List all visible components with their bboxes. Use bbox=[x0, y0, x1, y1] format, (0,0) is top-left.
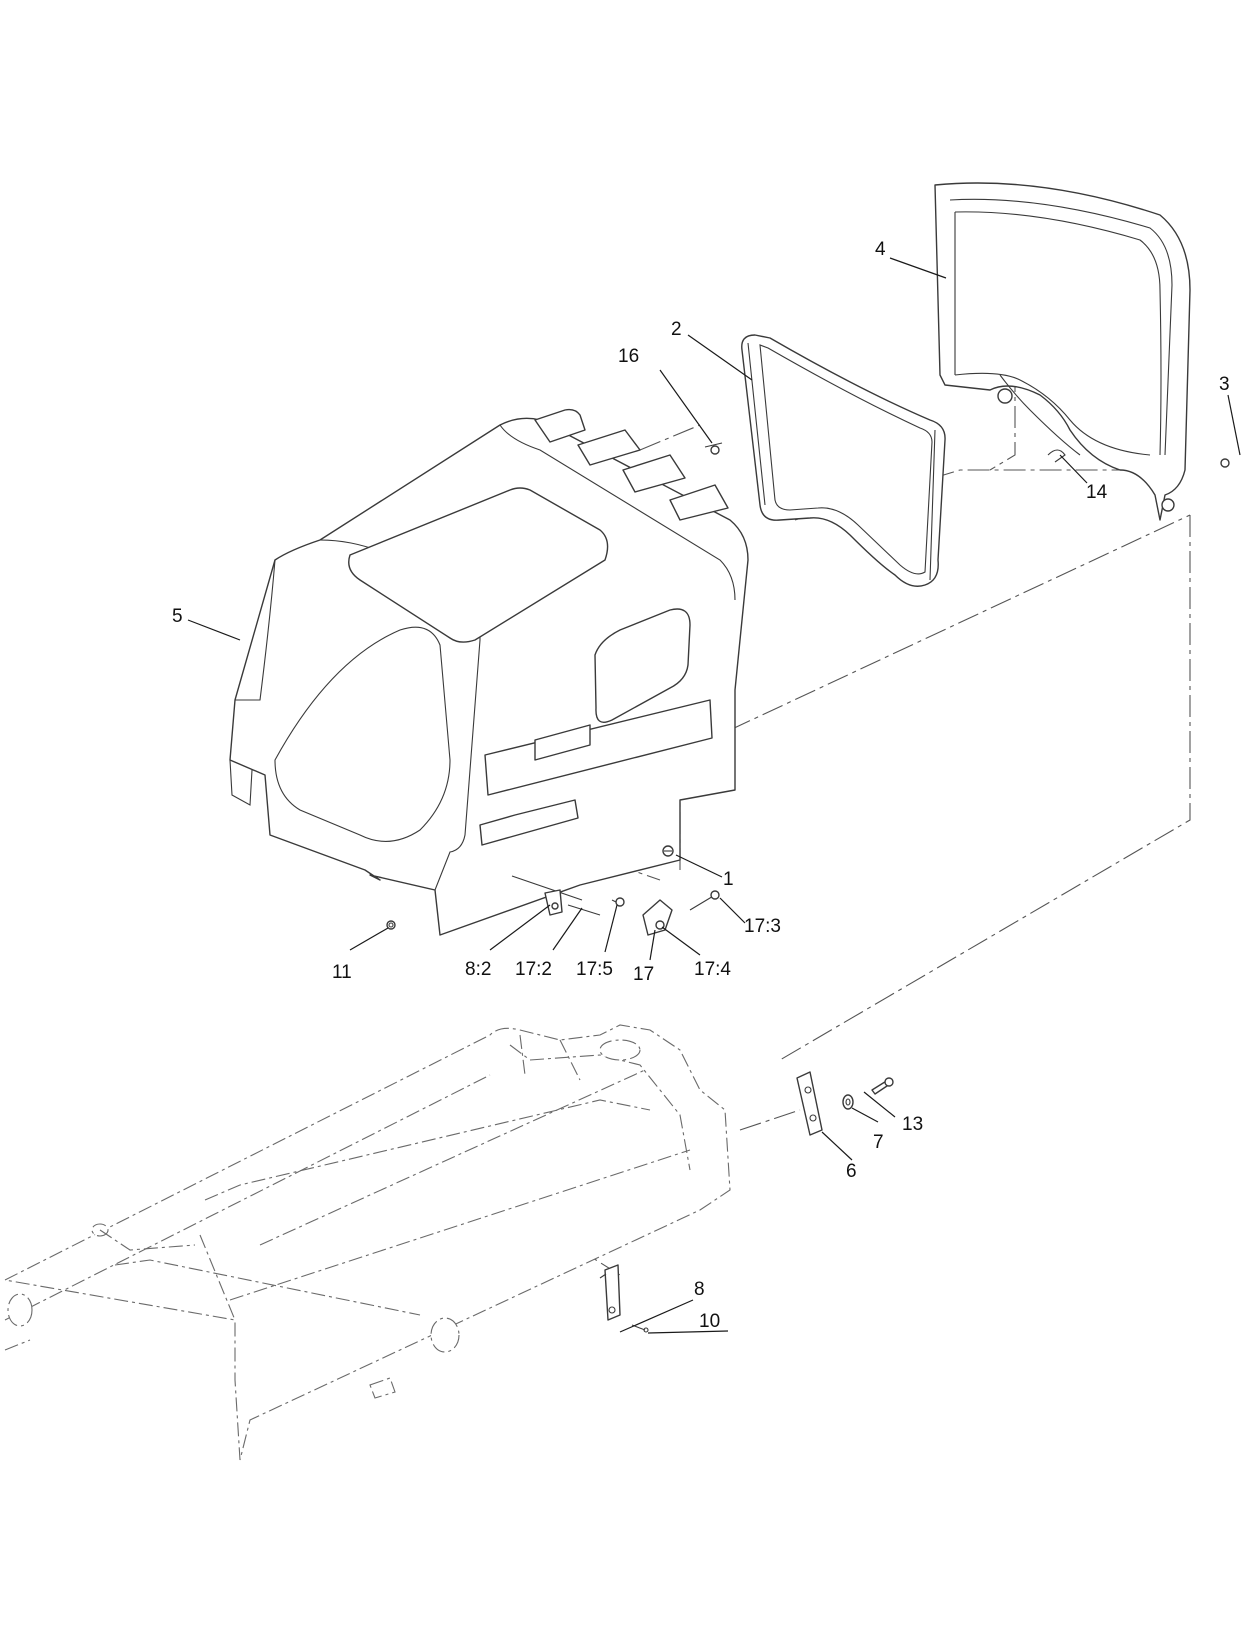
callout-6: 6 bbox=[846, 1161, 857, 1182]
callout-3: 3 bbox=[1219, 374, 1230, 395]
callout-17-2: 17:2 bbox=[515, 959, 552, 980]
callout-13: 13 bbox=[902, 1114, 923, 1135]
callout-4: 4 bbox=[875, 239, 886, 260]
callout-17-4: 17:4 bbox=[694, 959, 731, 980]
part-11-nut bbox=[386, 920, 396, 930]
callout-11: 11 bbox=[332, 962, 352, 983]
callout-16: 16 bbox=[618, 346, 639, 367]
callout-1: 1 bbox=[723, 869, 734, 890]
callout-7: 7 bbox=[873, 1132, 884, 1153]
callout-14: 14 bbox=[1086, 482, 1108, 503]
part-17-latch-assembly bbox=[511, 875, 720, 936]
leader-lines bbox=[187, 257, 1241, 1334]
part-3-nut bbox=[1220, 458, 1230, 468]
part-2-seal-gasket bbox=[741, 334, 946, 587]
callout-8-2: 8:2 bbox=[465, 959, 491, 980]
callout-2: 2 bbox=[671, 319, 682, 340]
part-1-bolt bbox=[662, 845, 674, 857]
part-4-rear-panel bbox=[934, 182, 1229, 521]
part-7-washer bbox=[842, 1094, 854, 1110]
callout-17-5: 17:5 bbox=[576, 959, 613, 980]
callout-8: 8 bbox=[694, 1279, 705, 1300]
callout-17: 17 bbox=[633, 964, 654, 985]
callout-10: 10 bbox=[699, 1311, 720, 1332]
part-14-pin bbox=[1047, 449, 1066, 463]
part-13-bolt bbox=[871, 1077, 894, 1095]
callout-5: 5 bbox=[172, 606, 183, 627]
part-8-bracket bbox=[599, 1264, 621, 1321]
part-6-bracket bbox=[796, 1071, 823, 1136]
part-16-screw bbox=[704, 442, 723, 455]
callout-labels: 2 4 16 3 5 14 1 17:3 8:2 17:2 17:5 17 17… bbox=[172, 239, 1230, 1332]
part-5-hood-body bbox=[229, 408, 749, 936]
callout-17-3: 17:3 bbox=[744, 916, 781, 937]
reference-frame-phantom bbox=[3, 1024, 731, 1461]
